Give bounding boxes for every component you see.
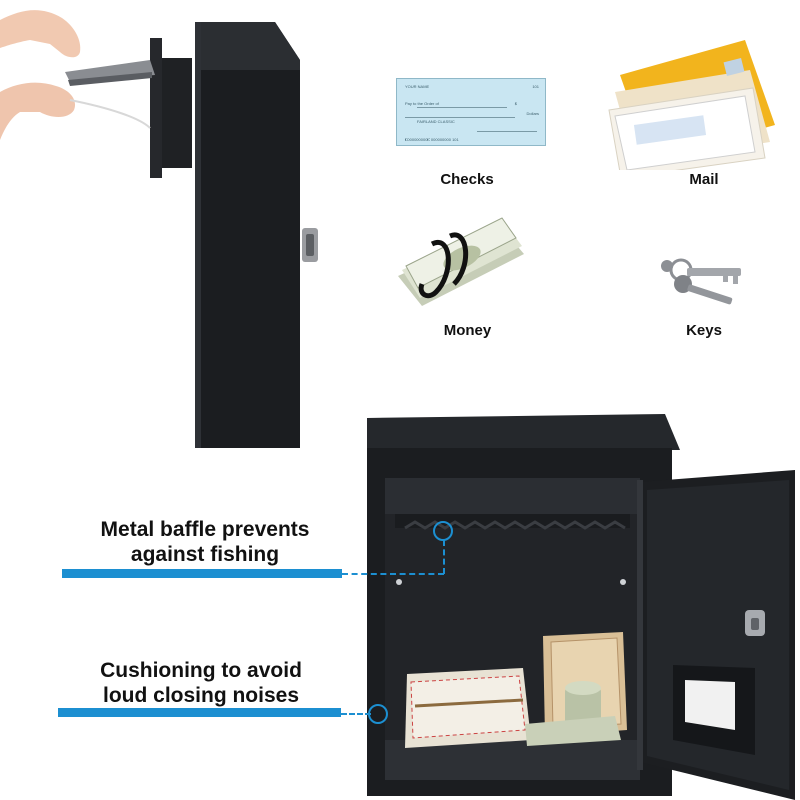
baffle-line-1: Metal baffle prevents [100, 518, 310, 541]
keys-label: Keys [686, 322, 722, 339]
checks-label: Checks [440, 171, 494, 188]
cushion-line-1: Cushioning to avoid [100, 659, 302, 682]
check-number: 101 [532, 84, 539, 89]
check-payto: Pay to the Order of [405, 101, 439, 106]
baffle-callout-marker [433, 521, 453, 541]
cushion-callout-marker [368, 704, 388, 724]
check-dollar-sign: $ [514, 101, 517, 106]
check-image: YOUR NAME 101 Pay to the Order of $ Doll… [396, 78, 546, 146]
cushion-line-2: loud closing noises [102, 684, 300, 707]
money-label: Money [443, 322, 492, 339]
baffle-feature-text: Metal baffle prevents against fishing [70, 517, 340, 567]
baffle-callout-leader [342, 573, 444, 575]
baffle-callout-bar [62, 569, 342, 578]
money-roll-image [398, 217, 524, 306]
check-bank: FAIRLAND CLASSIC [417, 119, 455, 124]
keys-image [661, 258, 741, 305]
cushion-feature-text: Cushioning to avoid loud closing noises [66, 658, 336, 708]
mail-envelopes-image [608, 40, 775, 170]
check-header: YOUR NAME [405, 84, 430, 89]
cushion-callout-leader [341, 713, 371, 715]
baffle-callout-vertical [443, 540, 445, 574]
check-micr: ⑆000000000⑆ 000000000 101 [405, 137, 459, 142]
baffle-line-2: against fishing [130, 543, 280, 566]
check-dollars: Dollars [526, 111, 539, 116]
side-view-product-image [0, 10, 318, 448]
open-box-product-image [367, 414, 795, 800]
mail-label: Mail [689, 171, 719, 188]
cushion-callout-bar [58, 708, 341, 717]
